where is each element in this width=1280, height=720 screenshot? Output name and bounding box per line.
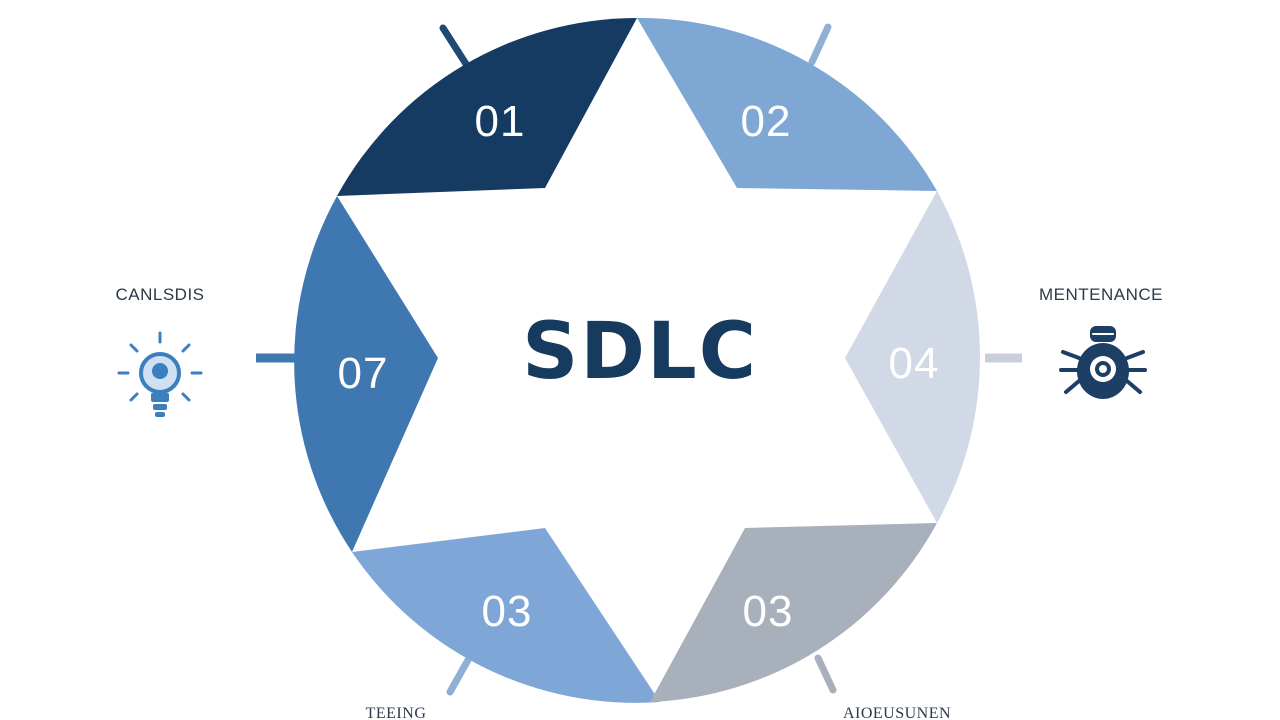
right-phase-label: MENTENANCE <box>1039 285 1163 304</box>
bottom-right-phase-label: AIOEUSUNEN <box>843 705 951 720</box>
bottom-left-phase-label: TEEING <box>366 705 427 720</box>
segment-04[interactable] <box>845 191 980 523</box>
bottom-left-connector <box>446 656 472 696</box>
segment-02-number: 02 <box>741 97 792 146</box>
segment-01[interactable] <box>337 18 637 196</box>
segment-04-number: 04 <box>889 339 940 388</box>
top-right-connector <box>808 23 832 66</box>
center-title: SDLC <box>522 307 758 397</box>
segment-03-left[interactable] <box>352 528 660 703</box>
bottom-right-connector <box>814 654 837 694</box>
segment-02[interactable] <box>637 17 937 192</box>
segment-01-number: 01 <box>475 97 526 146</box>
segment-03-right[interactable] <box>650 523 937 702</box>
segment-03-right-number: 03 <box>743 587 794 636</box>
bug-icon <box>1059 326 1147 399</box>
segment-07[interactable] <box>294 196 438 552</box>
top-left-connector <box>439 24 470 68</box>
left-phase-label: CANLSDIS <box>115 285 204 304</box>
segment-07-number: 07 <box>338 349 389 398</box>
segment-03-left-number: 03 <box>482 587 533 636</box>
lightbulb-icon <box>117 331 203 417</box>
